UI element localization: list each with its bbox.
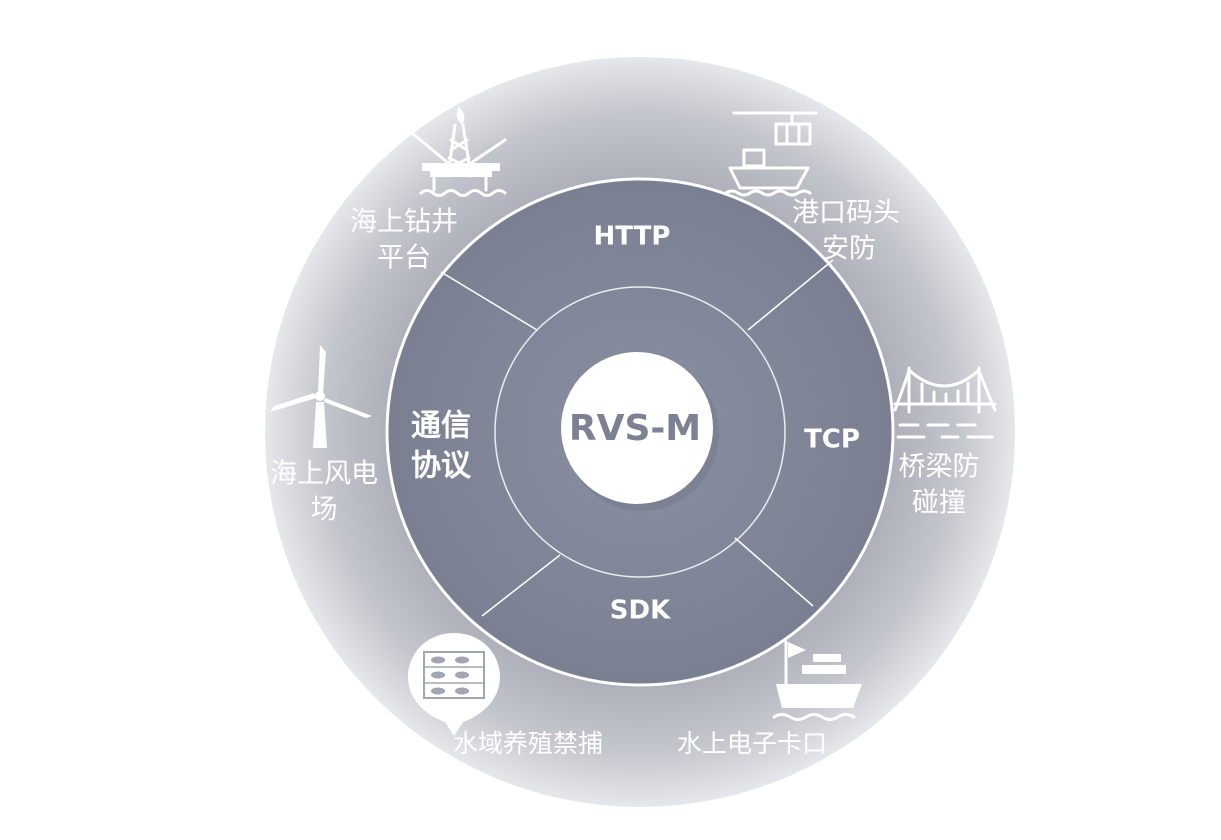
ship-flag-icon (772, 640, 862, 721)
divider-line-lower-left (481, 554, 561, 617)
inner-ring (494, 286, 786, 578)
protocol-tcp: TCP (804, 425, 860, 455)
protocol-group-label-line1: 通信 (411, 409, 471, 444)
wind-turbine-icon (270, 345, 372, 448)
bridge-icon (893, 366, 997, 439)
divider-line-upper-right (747, 259, 834, 331)
app-label-fish-farm: 水域养殖禁捕 (453, 729, 603, 758)
app-label-oil-rig-line2: 平台 (377, 243, 431, 274)
app-label-port-line2: 安防 (822, 234, 876, 265)
divider-line-upper-left (440, 271, 538, 331)
core-circle (561, 352, 713, 504)
fish-farm-icon (408, 633, 500, 736)
app-label-port-line1: 港口码头 (792, 198, 900, 229)
app-label-oil-rig-line1: 海上钻井 (350, 207, 458, 238)
core-title: RVS-M (569, 408, 701, 449)
app-label-wind-line2: 场 (311, 495, 338, 526)
protocol-http: HTTP (594, 222, 671, 252)
app-label-wind-line1: 海上风电 (270, 459, 378, 490)
port-crane-ship-icon (724, 111, 818, 197)
protocol-sdk: SDK (610, 596, 671, 626)
app-label-bridge-line1: 桥梁防 (899, 452, 980, 483)
app-label-bridge-line2: 碰撞 (912, 488, 966, 519)
protocol-group-label-line2: 协议 (411, 449, 472, 484)
divider-line-lower-right (734, 537, 814, 607)
app-label-ship-gate: 水上电子卡口 (677, 729, 827, 758)
oil-rig-icon (410, 107, 507, 197)
